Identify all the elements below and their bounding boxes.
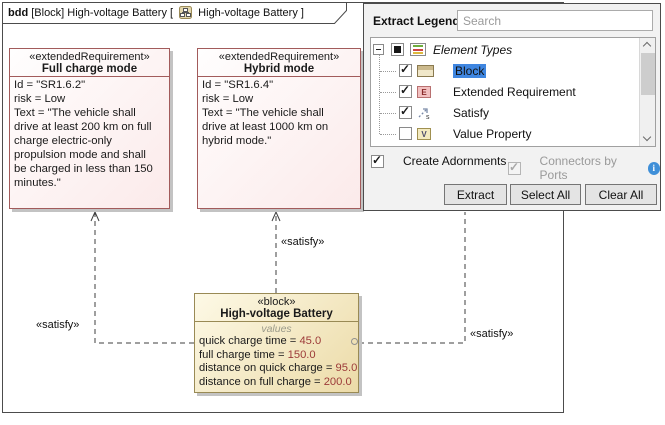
value-number: 200.0 xyxy=(323,375,352,388)
tree-root-label: Element Types xyxy=(433,43,513,57)
value-property-icon: V xyxy=(417,128,431,140)
value-row: quick charge time = 45.0 xyxy=(195,335,358,349)
requirement-properties: Id = "SR1.6.2" risk = Low Text = "The ve… xyxy=(14,79,153,189)
tree-item-label: Satisfy xyxy=(453,106,490,120)
stereotype-label: «block» xyxy=(257,296,296,308)
requirement-header: «extendedRequirement» Full charge mode xyxy=(10,49,169,77)
satisfy-label[interactable]: «satisfy» xyxy=(36,319,80,331)
scrollbar[interactable] xyxy=(639,38,655,146)
scroll-up-button[interactable] xyxy=(640,38,655,52)
value-label: full charge time = xyxy=(199,348,288,361)
block-name: High-voltage Battery xyxy=(220,308,333,320)
checkbox[interactable] xyxy=(399,127,412,140)
search-input[interactable] xyxy=(457,10,653,31)
tree-root-element-types[interactable]: Element Types xyxy=(371,40,637,60)
requirement-properties: Id = "SR1.6.4" risk = Low Text = "The ve… xyxy=(202,79,329,147)
extract-legends-panel: Extract Legends: Element Types Block xyxy=(363,3,661,211)
stereotype-label: «extendedRequirement» xyxy=(29,51,150,63)
extended-requirement-icon: E xyxy=(417,86,431,98)
value-row: distance on full charge = 200.0 xyxy=(195,376,358,390)
connectors-by-ports-label: Connectors by Ports xyxy=(539,154,617,182)
satisfy-connector[interactable] xyxy=(359,212,466,344)
diagram-header-tab xyxy=(2,2,347,24)
satisfy-icon: s xyxy=(416,106,432,120)
tree-guide-line xyxy=(380,113,396,114)
chevron-down-icon xyxy=(642,132,652,142)
checkbox[interactable] xyxy=(399,62,412,77)
select-all-button[interactable]: Select All xyxy=(510,184,581,205)
checkbox[interactable] xyxy=(399,83,412,98)
scroll-down-button[interactable] xyxy=(640,132,655,146)
create-adornments-label: Create Adornments xyxy=(403,154,507,168)
collapse-toggle-icon[interactable] xyxy=(373,44,384,55)
diagram-kind-label: bdd xyxy=(8,6,29,19)
checkbox[interactable] xyxy=(371,153,384,168)
diagram-context-label: [Block] High-voltage Battery [ xyxy=(28,6,177,19)
value-label: distance on full charge = xyxy=(199,375,324,388)
info-icon[interactable]: i xyxy=(647,161,660,175)
scroll-thumb[interactable] xyxy=(641,53,655,95)
arrowhead-icon xyxy=(90,210,100,222)
value-row: distance on quick charge = 95.0 xyxy=(195,362,358,376)
tree-guide-line xyxy=(380,92,396,93)
requirement-name: Full charge mode xyxy=(41,63,138,75)
element-types-tree: Element Types Block E Extended Requireme… xyxy=(370,37,656,147)
value-number: 150.0 xyxy=(287,348,316,361)
disabled-checkbox xyxy=(508,160,521,175)
connector-endpoint-icon xyxy=(351,338,358,345)
satisfy-connector[interactable] xyxy=(94,213,194,344)
diagram-header: bdd [Block] High-voltage Battery [ High-… xyxy=(8,6,304,19)
value-number: 95.0 xyxy=(335,362,358,374)
create-adornments-option[interactable]: Create Adornments xyxy=(371,153,507,168)
extract-button[interactable]: Extract xyxy=(444,184,507,205)
block-high-voltage-battery[interactable]: «block» High-voltage Battery values quic… xyxy=(194,293,359,393)
chevron-up-icon xyxy=(642,41,652,51)
tree-item-value-property[interactable]: V Value Property xyxy=(371,124,637,144)
requirement-hybrid-mode[interactable]: «extendedRequirement» Hybrid mode Id = "… xyxy=(197,48,361,209)
diagram-name-label: High-voltage Battery ] xyxy=(195,6,304,19)
satisfy-label[interactable]: «satisfy» xyxy=(281,236,325,248)
value-label: quick charge time = xyxy=(199,335,300,347)
tree-guide-line xyxy=(379,52,380,134)
tree-item-label: Block xyxy=(453,64,487,78)
value-row: full charge time = 150.0 xyxy=(195,349,358,363)
legend-icon xyxy=(410,43,426,56)
tree-item-extended-requirement[interactable]: E Extended Requirement xyxy=(371,82,637,102)
tree-item-block[interactable]: Block xyxy=(371,61,637,81)
stereotype-label: «extendedRequirement» xyxy=(218,51,340,63)
block-icon xyxy=(417,65,434,77)
value-number: 45.0 xyxy=(299,335,322,347)
values-compartment-label: values xyxy=(261,323,292,335)
tristate-checkbox[interactable] xyxy=(391,43,404,56)
tree-item-label: Extended Requirement xyxy=(453,85,576,99)
svg-text:s: s xyxy=(426,114,430,120)
tree-guide-line xyxy=(380,134,396,135)
checkbox[interactable] xyxy=(399,104,412,119)
value-label: distance on quick charge = xyxy=(199,362,336,374)
satisfy-label[interactable]: «satisfy» xyxy=(470,328,514,340)
arrowhead-icon xyxy=(271,210,281,222)
requirement-name: Hybrid mode xyxy=(243,63,315,75)
tree-item-satisfy[interactable]: s Satisfy xyxy=(371,103,637,123)
panel-title: Extract Legends: xyxy=(373,14,471,28)
connectors-by-ports-option: Connectors by Ports i xyxy=(508,154,660,182)
requirement-header: «extendedRequirement» Hybrid mode xyxy=(198,49,360,77)
requirement-full-charge-mode[interactable]: «extendedRequirement» Full charge mode I… xyxy=(9,48,170,209)
block-header: «block» High-voltage Battery xyxy=(195,294,358,322)
tree-guide-line xyxy=(380,71,396,72)
clear-all-button[interactable]: Clear All xyxy=(585,184,657,205)
tree-item-label: Value Property xyxy=(453,127,532,141)
diagram-icon xyxy=(179,6,193,19)
